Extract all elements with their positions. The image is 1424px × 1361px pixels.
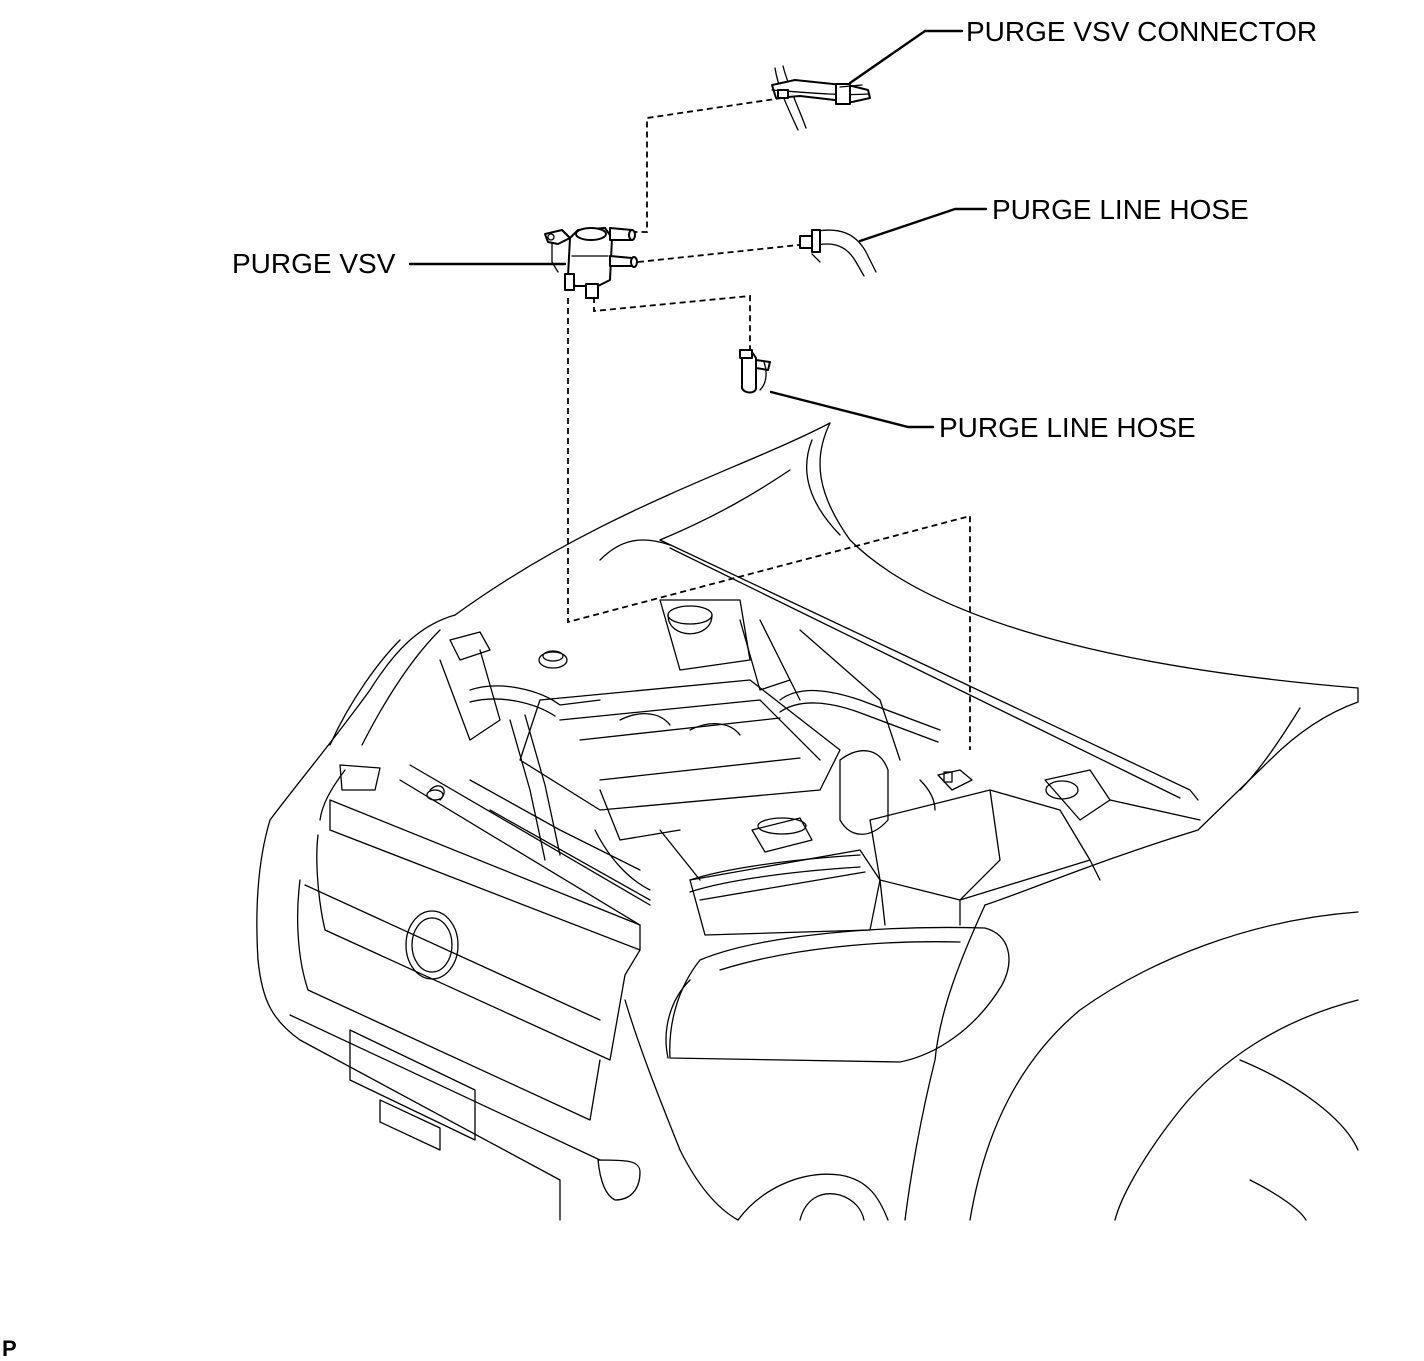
purge-line-hose-upper-part — [799, 229, 877, 277]
engine-bay-components — [399, 599, 1201, 936]
assembly-guide-lines — [567, 97, 971, 750]
vehicle-body — [256, 614, 1359, 1221]
corner-mark: P — [2, 1336, 17, 1361]
headlamp — [665, 926, 1010, 1063]
purge-vsv-label: PURGE VSV — [232, 248, 396, 279]
purge-vsv-part — [544, 227, 638, 299]
purge-vsv-connector-label: PURGE VSV CONNECTOR — [966, 16, 1318, 47]
purge-line-hose-lower-part — [739, 349, 771, 394]
purge-line-hose-upper-label: PURGE LINE HOSE — [992, 194, 1249, 225]
leader-lines — [408, 29, 988, 429]
purge-vsv-connector-part — [771, 65, 871, 131]
purge-line-hose-lower-label: PURGE LINE HOSE — [939, 412, 1196, 443]
front-grille — [289, 764, 641, 1201]
hood — [454, 422, 1359, 831]
